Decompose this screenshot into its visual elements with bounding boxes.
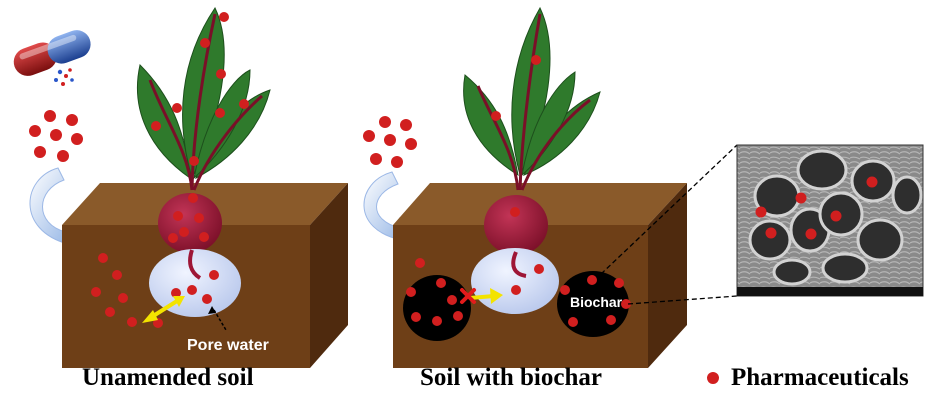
soil-dot-middle [415, 258, 425, 268]
exchange-arrow-left [142, 296, 185, 323]
leaf-dots-middle [491, 55, 541, 217]
soil-dots-left [91, 253, 163, 328]
root-tip-middle [511, 251, 527, 278]
pharma-dots-cluster-left [29, 110, 83, 162]
caption-soil-with-biochar: Soil with biochar [420, 364, 602, 391]
pore-dots-left [171, 270, 219, 304]
leaf-dots-left [151, 12, 249, 203]
pore-dots-middle [511, 264, 544, 295]
pharma-dots-cluster-middle [363, 116, 417, 168]
blocked-arrow-middle [460, 288, 503, 304]
pore-water-left [149, 249, 241, 317]
zoom-lines [600, 144, 738, 305]
pore-water-label: Pore water [187, 337, 269, 354]
legend-label: Pharmaceuticals [731, 364, 909, 391]
pore-water-pointer [208, 306, 227, 331]
biochar-label: Biochar [570, 294, 623, 310]
biochar-particle-right [557, 271, 631, 337]
beet-plant-middle [463, 6, 601, 255]
root-tip-left [188, 249, 202, 280]
beet-dots-left [168, 211, 209, 243]
caption-unamended-soil: Unamended soil [82, 364, 254, 391]
legend: Pharmaceuticals [707, 364, 909, 392]
biochar-particle-left [403, 275, 471, 341]
capsule-icon [13, 30, 91, 86]
sem-micrograph [736, 144, 924, 297]
legend-pharma-dot-icon [707, 372, 719, 384]
